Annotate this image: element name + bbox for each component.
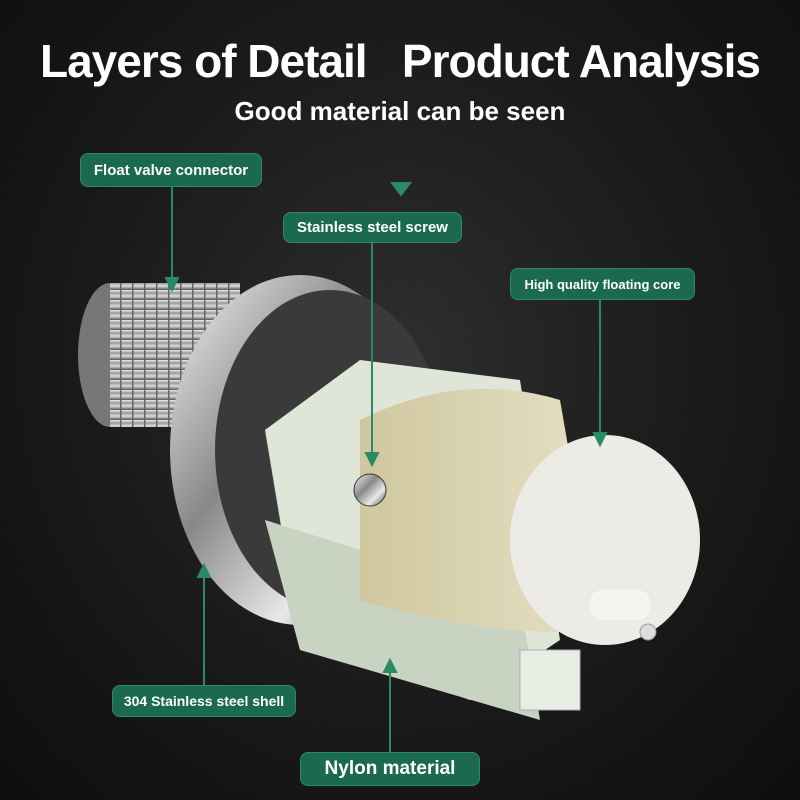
screw [353,473,387,507]
label-float-valve-connector: Float valve connector [80,153,262,187]
label-nylon-material: Nylon material [300,752,480,786]
down-triangle-icon [390,182,412,197]
label-stainless-steel-screw: Stainless steel screw [283,212,462,243]
floating-core [360,388,700,645]
label-steel-shell: 304 Stainless steel shell [112,685,296,717]
page-subtitle: Good material can be seen [234,96,566,126]
page-title: Layers of Detail Product Analysis [40,35,761,87]
pointer-lines [164,182,608,752]
label-floating-core: High quality floating core [510,268,695,300]
